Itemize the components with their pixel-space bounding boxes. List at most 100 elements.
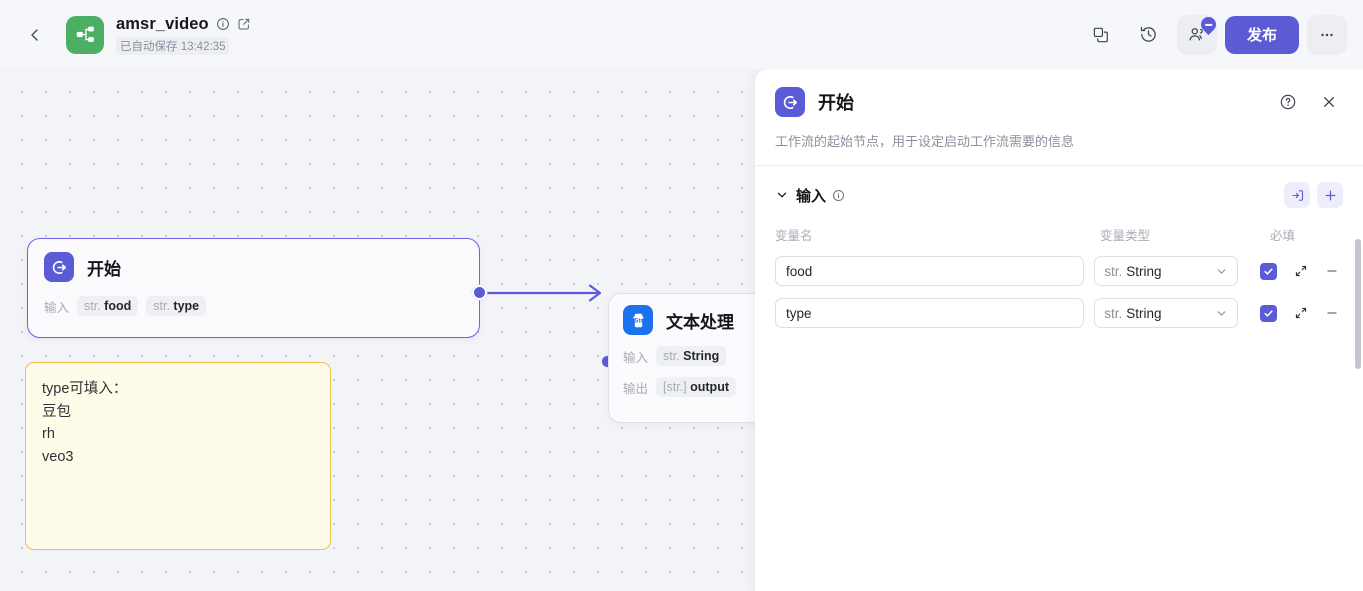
- start-node-output-handle[interactable]: [472, 285, 487, 300]
- node-text-title: 文本处理: [666, 312, 734, 332]
- publish-button[interactable]: 发布: [1224, 15, 1299, 54]
- expand-diagonal-icon: [1296, 265, 1307, 277]
- page-title: amsr_video: [116, 14, 209, 33]
- tag-name: food: [104, 299, 132, 313]
- tag-prefix: str.: [84, 299, 101, 313]
- input-section: 输入: [755, 166, 1363, 328]
- start-node-icon: [775, 87, 805, 117]
- required-checkbox[interactable]: [1259, 262, 1277, 280]
- type-prefix: str.: [1104, 305, 1123, 321]
- title-block: amsr_video 已自动保存 13:42:35: [116, 15, 251, 55]
- node-detail-panel: 开始 工作流的起始节点，用于设定启动工作流需要的信息: [755, 69, 1363, 591]
- text-node-input-handle[interactable]: [602, 356, 613, 367]
- type-prefix: str.: [1104, 263, 1123, 279]
- panel-title-row: 开始: [775, 87, 1343, 117]
- duplicate-icon: [1093, 27, 1108, 42]
- variable-type-select[interactable]: str. String: [1094, 256, 1238, 286]
- chevron-left-icon: [31, 28, 38, 41]
- node-start-header: 开始: [28, 239, 479, 282]
- chevron-down-icon: [1215, 307, 1228, 320]
- tag-prefix: [str.]: [663, 380, 687, 394]
- tag-prefix: str.: [153, 299, 170, 313]
- node-text-input-label: 输入: [623, 350, 649, 365]
- check-icon: [1264, 268, 1273, 275]
- edit-square-icon[interactable]: [237, 17, 251, 31]
- node-text-output-tag: [str.] output: [656, 377, 736, 397]
- more-button[interactable]: [1307, 14, 1347, 55]
- input-column-headers: 变量名 变量类型 必填: [775, 225, 1343, 244]
- required-checkbox[interactable]: [1259, 304, 1277, 322]
- input-section-header: 输入: [775, 182, 1343, 208]
- panel-scrollbar-thumb[interactable]: [1355, 239, 1361, 369]
- sticky-note[interactable]: type可填入： 豆包 rh veo3: [25, 362, 331, 550]
- tag-prefix: str.: [663, 349, 680, 363]
- variable-type-select[interactable]: str. String: [1094, 298, 1238, 328]
- plus-icon: [1325, 190, 1335, 200]
- column-header-name: 变量名: [775, 229, 813, 243]
- node-text-header: Str 文本处理: [609, 294, 807, 335]
- remove-variable-button[interactable]: [1322, 302, 1343, 324]
- edge-start-to-text: [482, 284, 602, 302]
- variable-row: str. String: [775, 298, 1343, 328]
- node-text-output-label: 输出: [623, 381, 649, 396]
- node-tag-type: str. type: [146, 296, 207, 316]
- variable-row: str. String: [775, 256, 1343, 286]
- close-button[interactable]: [1315, 88, 1343, 116]
- panel-title: 开始: [818, 93, 854, 113]
- tag-name: output: [690, 380, 729, 394]
- app-logo: [66, 15, 104, 54]
- import-variables-button[interactable]: [1284, 182, 1310, 208]
- remove-variable-button[interactable]: [1322, 260, 1343, 282]
- check-icon: [1264, 310, 1273, 317]
- node-start-title: 开始: [87, 259, 121, 279]
- expand-diagonal-icon: [1296, 307, 1307, 319]
- import-icon: [1291, 189, 1303, 201]
- share-nodes-icon: [76, 26, 94, 42]
- panel-description: 工作流的起始节点，用于设定启动工作流需要的信息: [775, 134, 1075, 149]
- node-text-input-row: 输入 str. String: [609, 335, 807, 366]
- expand-variable-button[interactable]: [1291, 302, 1312, 324]
- tag-name: type: [173, 299, 200, 313]
- app-header: amsr_video 已自动保存 13:42:35: [0, 0, 1363, 69]
- node-start[interactable]: 开始 输入 str. food str. type: [27, 238, 480, 338]
- add-variable-button[interactable]: [1317, 182, 1343, 208]
- chevron-down-icon[interactable]: [775, 188, 789, 202]
- history-button[interactable]: [1129, 15, 1169, 55]
- start-node-icon: [44, 252, 74, 282]
- info-circle-icon[interactable]: [216, 17, 230, 31]
- node-text-output-row: 输出 [str.] output: [609, 366, 807, 397]
- help-button[interactable]: [1274, 88, 1302, 116]
- input-section-title: 输入: [796, 187, 827, 205]
- close-icon: [1324, 97, 1334, 107]
- help-circle-icon: [1280, 94, 1296, 110]
- history-clock-icon: [1141, 26, 1157, 42]
- node-start-input-label: 输入: [44, 300, 70, 315]
- svg-text:Str: Str: [634, 318, 643, 324]
- collaborators-button[interactable]: [1176, 13, 1220, 55]
- node-text-input-tag: str. String: [656, 346, 727, 366]
- minus-icon: [1327, 270, 1338, 272]
- collaborators-icon: [1190, 28, 1204, 41]
- tag-name: String: [683, 349, 720, 363]
- chevron-down-icon: [1215, 265, 1228, 278]
- header-actions: 发布: [1081, 13, 1347, 55]
- column-header-required: 必填: [1270, 229, 1296, 243]
- duplicate-button[interactable]: [1081, 15, 1121, 55]
- node-tag-food: str. food: [77, 296, 139, 316]
- variable-name-input[interactable]: [775, 256, 1085, 286]
- column-header-type: 变量类型: [1100, 229, 1151, 243]
- type-value: String: [1126, 263, 1162, 279]
- back-button[interactable]: [22, 22, 48, 48]
- panel-divider: [755, 165, 1363, 166]
- expand-variable-button[interactable]: [1291, 260, 1312, 282]
- variable-name-input[interactable]: [775, 298, 1085, 328]
- text-process-icon: Str: [623, 305, 653, 335]
- title-row: amsr_video: [116, 15, 251, 34]
- save-status: 已自动保存 13:42:35: [116, 36, 230, 55]
- panel-header: 开始 工作流的起始节点，用于设定启动工作流需要的信息: [755, 69, 1363, 165]
- info-circle-icon[interactable]: [832, 189, 845, 202]
- minus-icon: [1327, 312, 1338, 314]
- type-value: String: [1126, 305, 1162, 321]
- more-horizontal-icon: [1321, 33, 1333, 36]
